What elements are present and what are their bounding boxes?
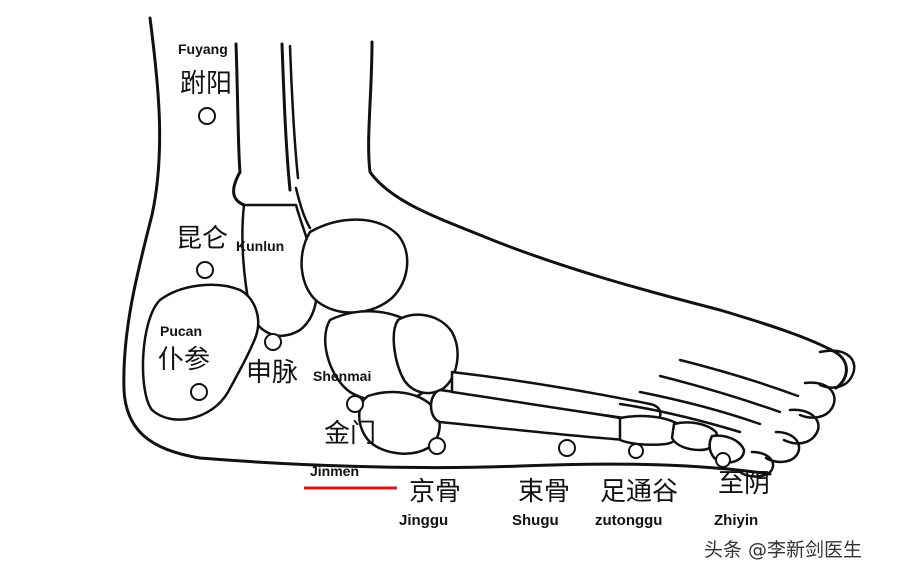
label-jinmen-zh: 金门: [324, 419, 376, 449]
point-shenmai: [264, 333, 282, 351]
point-shugu: [558, 439, 576, 457]
label-zutonggu-en: zutonggu: [595, 512, 662, 529]
label-fuyang-zh: 跗阳: [180, 69, 232, 99]
point-zhiyin: [715, 452, 731, 468]
point-pucan: [190, 383, 208, 401]
acupoint-labels: Fuyang 跗阳 昆仑 Kunlun Pucan 仆参 申脉 Shenmai …: [158, 41, 770, 529]
point-jinggu: [428, 437, 446, 455]
label-kunlun-zh: 昆仑: [176, 224, 228, 254]
point-zutonggu: [628, 443, 644, 459]
acupoint-markers: [190, 107, 731, 468]
label-jinggu-zh: 京骨: [409, 477, 461, 507]
foot-bones: [141, 218, 800, 464]
label-pucan-en: Pucan: [160, 323, 202, 339]
point-kunlun: [196, 261, 214, 279]
point-jinmen: [346, 395, 364, 413]
label-zhiyin-zh: 至阴: [718, 469, 770, 499]
label-zhiyin-en: Zhiyin: [714, 512, 758, 529]
label-jinmen-en: Jinmen: [310, 463, 359, 479]
leg-bones: [232, 42, 319, 337]
label-fuyang-en: Fuyang: [178, 41, 228, 57]
label-shugu-en: Shugu: [512, 512, 559, 529]
label-jinggu-en: Jinggu: [399, 512, 448, 529]
label-shugu-zh: 束骨: [518, 477, 570, 507]
point-fuyang: [198, 107, 216, 125]
label-zutonggu-zh: 足通谷: [600, 477, 678, 507]
label-shenmai-zh: 申脉: [246, 358, 298, 388]
label-pucan-zh: 仆参: [158, 345, 210, 375]
label-shenmai-en: Shenmai: [313, 368, 371, 384]
watermark: 头条 @李新剑医生: [704, 539, 862, 561]
foot-outline: [122, 16, 856, 478]
label-kunlun-en: Kunlun: [236, 238, 284, 254]
